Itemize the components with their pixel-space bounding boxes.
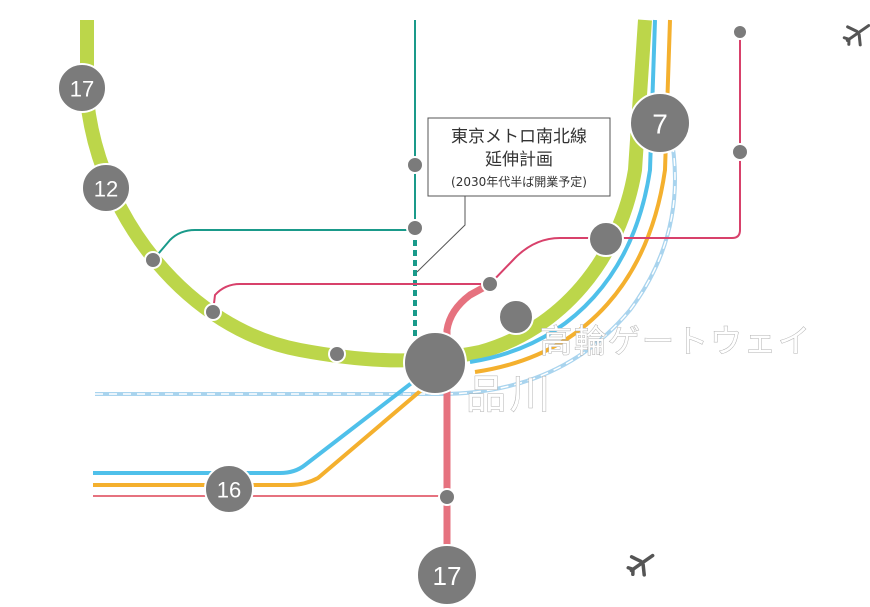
airplane-icon (626, 553, 655, 577)
orange-line-curve (474, 19, 672, 374)
badge-label: 7 (652, 109, 668, 140)
badge-east-7[interactable]: 7 (629, 92, 691, 154)
badge-label: 17 (70, 77, 94, 102)
callout-line2: 延伸計画 (485, 150, 553, 170)
magenta-line (212, 32, 741, 313)
station-dot[interactable] (406, 219, 424, 237)
airplane-icon (842, 24, 870, 47)
green-line (80, 19, 652, 368)
station-dot[interactable] (481, 275, 499, 293)
callout-line1: 東京メトロ南北線 (451, 127, 587, 147)
station-takanawa-gateway[interactable] (498, 299, 534, 335)
station-dot[interactable] (732, 24, 748, 40)
badge-label: 17 (433, 561, 462, 591)
badge-west-16[interactable]: 16 (204, 464, 254, 514)
station-name-takanawa-gateway: 高輪ゲートウェイ (540, 322, 812, 360)
dashed-line (95, 129, 677, 396)
badge-yamanote-12[interactable]: 12 (81, 163, 131, 213)
callout-leader (416, 195, 466, 273)
badge-yamanote-17[interactable]: 17 (57, 63, 107, 113)
station-dot[interactable] (144, 251, 162, 269)
badge-label: 16 (217, 478, 241, 503)
badge-label: 12 (94, 177, 118, 202)
teal-branch (152, 229, 415, 261)
badge-south-17[interactable]: 17 (416, 544, 478, 606)
extension-callout: 東京メトロ南北線 延伸計画 (2030年代半ば開業予定) (427, 117, 611, 197)
station-dot[interactable] (328, 345, 346, 363)
blue-line-west (93, 363, 437, 475)
station-name-shinagawa: 品川 (466, 372, 554, 418)
orange-line-west (93, 368, 447, 487)
station-shinagawa[interactable] (403, 331, 467, 395)
station-dot[interactable] (438, 488, 456, 506)
station-dot[interactable] (406, 156, 424, 174)
callout-line3: (2030年代半ば開業予定) (451, 174, 587, 189)
station-dot[interactable] (204, 303, 222, 321)
keikyu-line (443, 280, 492, 575)
station-dot[interactable] (731, 143, 749, 161)
station-interchange-east[interactable] (588, 221, 624, 257)
blue-line-curve (469, 19, 657, 364)
